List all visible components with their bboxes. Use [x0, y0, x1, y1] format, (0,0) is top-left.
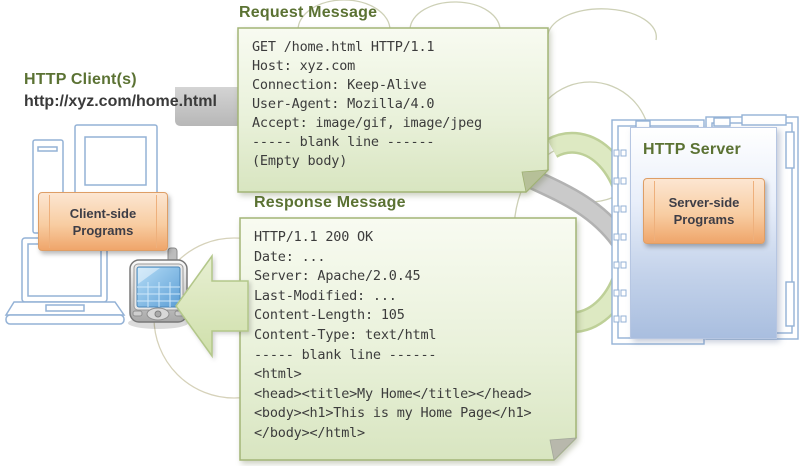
left-arrow-shape: [175, 253, 249, 359]
response-line: Content-Length: 105: [254, 307, 405, 324]
panel-edge-lines: [654, 181, 754, 241]
response-line: <html>: [254, 366, 302, 383]
server-title: HTTP Server: [643, 141, 741, 158]
request-line: GET /home.html HTTP/1.1: [252, 39, 435, 55]
mobile-phone-icon: [128, 247, 188, 329]
response-line: Last-Modified: ...: [254, 287, 397, 304]
response-message-note: [239, 217, 578, 461]
response-line: ----- blank line ------: [254, 346, 437, 363]
request-message-note: [237, 27, 550, 193]
note-folded-corner: [521, 169, 550, 193]
response-line: </body></html>: [254, 424, 365, 441]
response-message-body: HTTP/1.1 200 OK Date: ... Server: Apache…: [254, 228, 532, 444]
client-to-request-arrow: [175, 87, 246, 126]
response-line: HTTP/1.1 200 OK: [254, 229, 373, 245]
server-side-programs-box: Server-side Programs: [643, 178, 765, 244]
response-line: <body><h1>This is my Home Page</h1>: [254, 405, 532, 422]
request-message-body: GET /home.html HTTP/1.1 Host: xyz.com Co…: [252, 38, 482, 171]
response-line: Server: Apache/2.0.45: [254, 268, 421, 285]
laptop-icon: [4, 237, 126, 325]
server-drive-bays: [613, 149, 627, 323]
response-line: Date: ...: [254, 248, 326, 265]
note-folded-corner: [549, 437, 578, 461]
request-message-title: Request Message: [239, 4, 378, 21]
request-line: (Empty body): [252, 153, 348, 169]
response-message-title: Response Message: [254, 194, 406, 211]
request-line: User-Agent: Mozilla/4.0: [252, 96, 435, 112]
response-to-client-arrow: [175, 253, 249, 359]
panel-edge-lines: [49, 195, 157, 248]
client-side-programs-label: Client-side Programs: [69, 205, 137, 238]
request-line: ----- blank line ------: [252, 134, 435, 150]
server-side-programs-label: Server-side Programs: [668, 195, 740, 227]
request-line: Connection: Keep-Alive: [252, 77, 427, 93]
client-url-label: http://xyz.com/home.html: [24, 93, 217, 110]
response-line: <head><title>My Home</title></head>: [254, 385, 532, 402]
response-line: Content-Type: text/html: [254, 326, 437, 343]
client-title: HTTP Client(s): [24, 71, 137, 88]
client-side-programs-box: Client-side Programs: [38, 192, 168, 251]
request-line: Accept: image/gif, image/jpeg: [252, 115, 482, 131]
request-line: Host: xyz.com: [252, 58, 356, 74]
